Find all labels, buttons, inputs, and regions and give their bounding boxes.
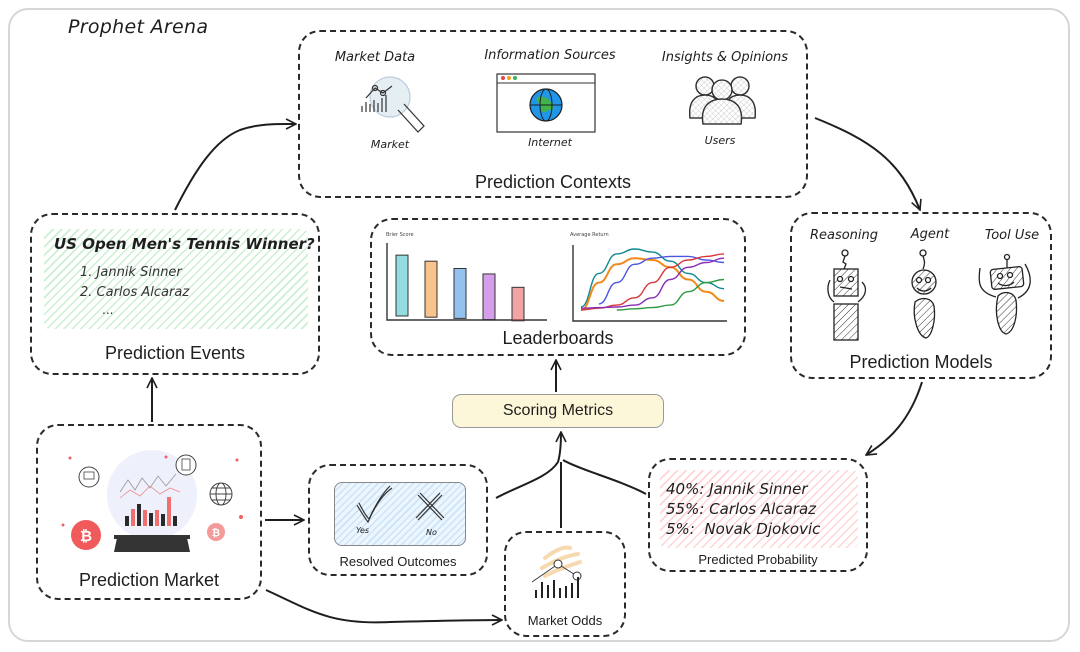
scoring-metrics-node: Scoring Metrics [452, 394, 664, 428]
outcome-yes-label: Yes [356, 526, 370, 535]
scoring-metrics-label: Scoring Metrics [502, 402, 614, 419]
outcomes-panel [334, 482, 466, 546]
prediction-models-box: Reasoning Agent Tool Use Prediction Mode… [790, 212, 1052, 379]
model-tool-use-label: Tool Use [984, 228, 1040, 243]
events-question-panel [44, 229, 308, 329]
prediction-contexts-label: Prediction Contexts [474, 172, 632, 192]
market-odds-label: Market Odds [527, 613, 603, 628]
events-option-2: 2. Carlos Alcaraz [80, 285, 190, 300]
context-caption-users: Users [704, 134, 736, 147]
events-option-more: ... [102, 303, 114, 317]
context-heading-insights-opinions: Insights & Opinions [661, 50, 789, 65]
events-option-1: 1. Jannik Sinner [80, 265, 182, 280]
resolved-outcomes-box: Yes No Resolved Outcomes [308, 464, 488, 576]
prediction-contexts-box: Market Data Information Sources Insights… [298, 30, 808, 198]
diagram-title: Prophet Arena [68, 16, 209, 38]
probability-line-2: 55%: Carlos Alcaraz [666, 500, 817, 518]
predicted-probability-box: 40%: Jannik Sinner 55%: Carlos Alcaraz 5… [648, 458, 868, 572]
outcome-no-label: No [426, 528, 437, 537]
resolved-outcomes-label: Resolved Outcomes [339, 554, 457, 569]
prediction-market-box: Prediction Market [36, 424, 262, 600]
prediction-events-label: Prediction Events [104, 343, 246, 363]
prediction-events-box: US Open Men's Tennis Winner? 1. Jannik S… [30, 213, 320, 375]
context-heading-market-data: Market Data [334, 50, 416, 65]
probability-line-1: 40%: Jannik Sinner [666, 480, 808, 498]
prediction-market-label: Prediction Market [78, 570, 220, 590]
context-caption-internet: Internet [528, 136, 572, 149]
average-return-chart-title: Average Return [570, 232, 609, 238]
context-heading-information-sources: Information Sources [484, 48, 616, 63]
model-reasoning-label: Reasoning [809, 228, 879, 243]
leaderboards-box: Leaderboards [370, 218, 746, 356]
context-caption-market: Market [370, 138, 410, 151]
model-agent-label: Agent [910, 227, 950, 242]
brier-score-chart-title: Brier Score [386, 232, 414, 238]
probability-panel [660, 470, 858, 548]
market-odds-box: Market Odds [504, 531, 626, 637]
probability-line-3: 5%: Novak Djokovic [666, 520, 821, 538]
predicted-probability-label: Predicted Probability [698, 552, 818, 567]
events-question: US Open Men's Tennis Winner? [54, 235, 315, 253]
prediction-models-label: Prediction Models [849, 352, 993, 372]
leaderboards-label: Leaderboards [502, 328, 614, 348]
